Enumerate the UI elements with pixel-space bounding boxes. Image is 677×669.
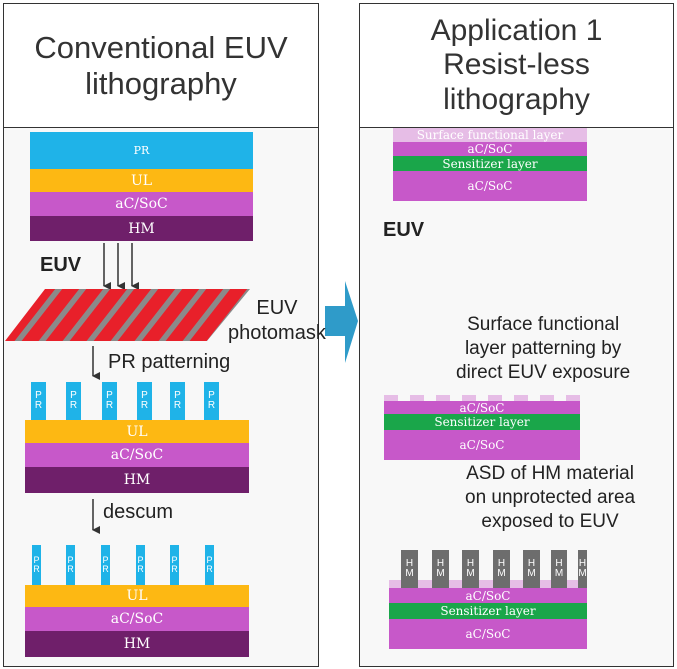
conventional-euv-panel: Conventional EUV lithography [3,3,319,667]
flow-arrow [325,281,358,363]
euv-label-right: EUV [383,219,425,241]
photomask [5,289,250,341]
acsoc-layer: aC/SoC [384,430,580,460]
sensitizer-layer: Sensitizer layer [384,414,580,430]
ul-layer: UL [30,169,253,192]
ul-layer: UL [25,420,249,443]
pr-patterning-label: PR patterning [108,351,231,373]
sensitizer-layer: Sensitizer layer [393,156,587,171]
acsoc-layer: aC/SoC [25,607,249,631]
acsoc-layer: aC/SoC [389,588,587,603]
acsoc-layer: aC/SoC [30,192,253,216]
conventional-euv-title: Conventional EUV lithography [4,4,318,128]
acsoc-layer: aC/SoC [25,443,249,467]
hm-layer: HM [25,631,249,657]
ul-layer: UL [25,585,249,607]
acsoc-layer: aC/SoC [393,142,587,156]
surface-functional-layer: Surface functional layer [393,128,587,142]
title-line-1: Conventional EUV [34,29,288,65]
title-line-1: Application 1 [430,13,603,47]
photomask-label: EUV photomask [228,297,326,344]
surface-functional-patterned-layer [384,395,580,401]
acsoc-layer: aC/SoC [384,401,580,414]
pr-layer: PR [30,132,253,169]
resist-less-title: Application 1 Resist-less lithography [360,4,673,128]
title-line-2: Resist-less [443,48,590,82]
acsoc-layer: aC/SoC [389,619,587,649]
euv-label: EUV [40,254,82,276]
hm-layer: HM [30,216,253,241]
acsoc-layer: aC/SoC [393,171,587,201]
hm-layer: HM [25,467,249,493]
title-line-3: lithography [443,82,590,116]
descum-label: descum [103,501,174,523]
sensitizer-layer: Sensitizer layer [389,603,587,619]
title-line-2: lithography [85,65,237,101]
surface-functional-remaining-layer [389,580,587,588]
asd-label: ASD of HM material on unprotected area e… [465,463,636,532]
surface-patterning-label: Surface functional layer patterning by d… [456,314,631,383]
